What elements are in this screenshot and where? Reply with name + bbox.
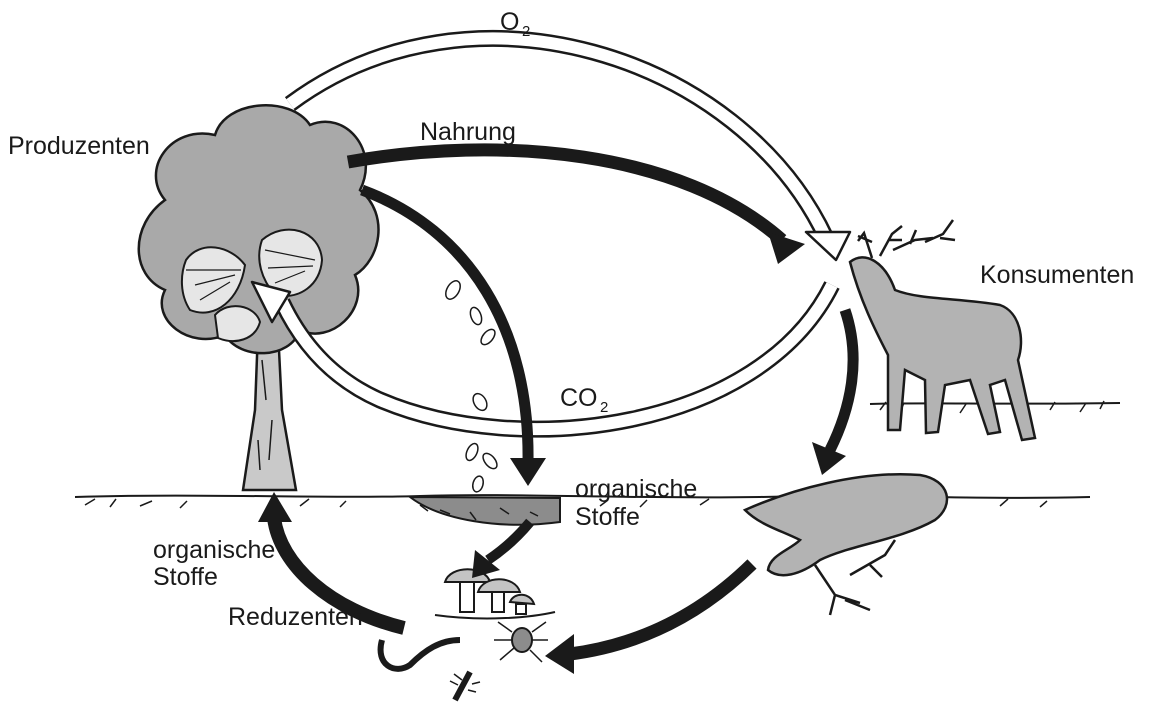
deer-consumer-illustration [850,220,1035,440]
label-reduzenten: Reduzenten [228,603,363,631]
label-konsumenten: Konsumenten [980,261,1134,289]
litter-to-reducers-flow-arrow [472,522,530,578]
label-organische-stoffe-left-line2: Stoffe [153,563,218,591]
litter-flow-arrow [362,190,546,486]
label-co2-subscript: 2 [600,399,608,416]
label-o2: O [500,8,519,36]
label-o2-subscript: 2 [522,23,530,40]
label-organische-stoffe-left-line1: organische [153,536,275,564]
consumer-death-flow-arrow [812,310,853,475]
leaf-litter-illustration [410,497,560,525]
food-flow-arrow [348,150,805,264]
label-carbon-dioxide: CO 2 [560,384,608,416]
label-oxygen: O 2 [500,8,530,40]
label-organische-stoffe-right-line1: organische [575,475,697,503]
reducers-illustration [381,569,555,700]
label-organische-stoffe-right-line2: Stoffe [575,503,640,531]
dead-deer-illustration [745,474,947,615]
label-nahrung: Nahrung [420,118,516,146]
label-produzenten: Produzenten [8,132,150,160]
label-co2: CO [560,384,598,412]
carcass-to-reducers-flow-arrow [545,564,752,674]
